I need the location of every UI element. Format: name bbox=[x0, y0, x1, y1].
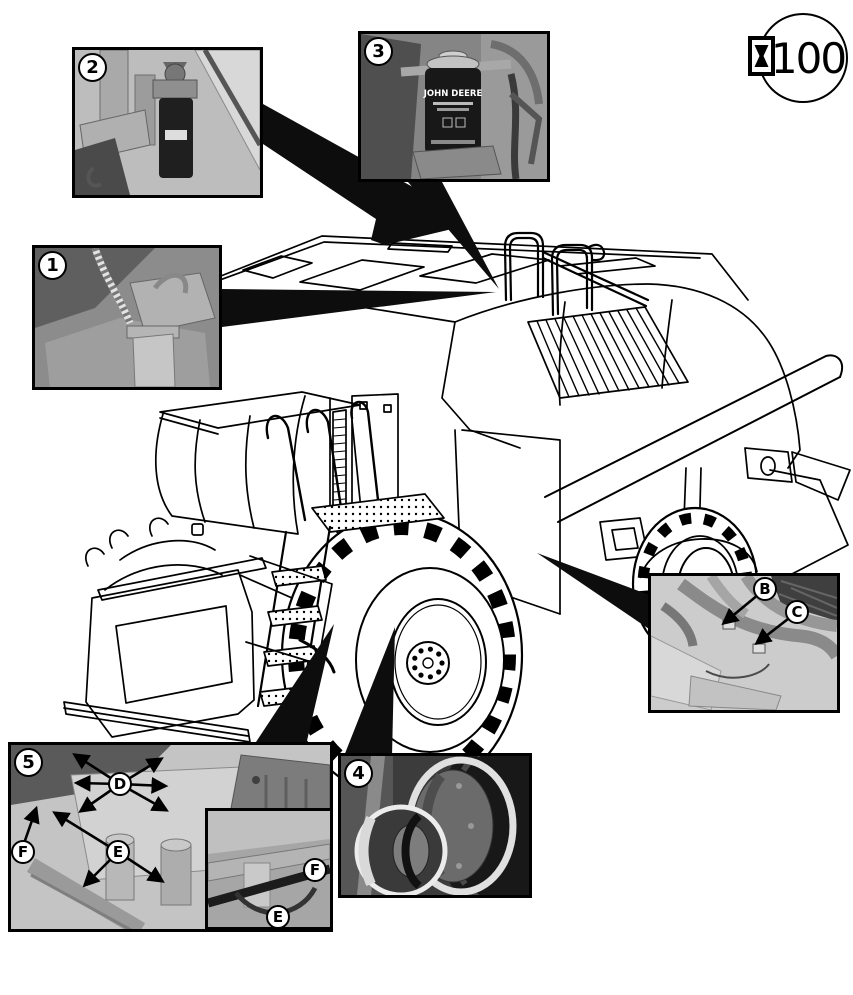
callout-b: B bbox=[753, 577, 777, 601]
callout-5: 5 bbox=[14, 748, 43, 777]
pointer-from-inset-1 bbox=[222, 289, 496, 327]
inset-photo-5: 5 D E F F E bbox=[8, 742, 333, 932]
pointer-from-inset-bc bbox=[537, 553, 652, 631]
callout-pointers bbox=[222, 104, 652, 756]
pointer-from-inset-3 bbox=[408, 182, 499, 289]
callout-c: C bbox=[785, 600, 809, 624]
callout-3: 3 bbox=[364, 37, 393, 66]
callout-2: 2 bbox=[78, 53, 107, 82]
callout-1: 1 bbox=[38, 251, 67, 280]
callout-f-detail: F bbox=[303, 858, 327, 882]
callout-d: D bbox=[108, 772, 132, 796]
inset-photo-1: 1 bbox=[32, 245, 222, 390]
pointer-from-inset-2 bbox=[263, 104, 452, 245]
inset-photo-4: 4 bbox=[338, 753, 532, 898]
callout-e: E bbox=[106, 840, 130, 864]
hourglass-icon bbox=[748, 36, 775, 76]
inset-photo-3: JOHN DEERE 3 bbox=[358, 31, 550, 182]
callout-e-detail: E bbox=[266, 905, 290, 929]
filter-brand-label: JOHN DEERE bbox=[423, 89, 483, 99]
interval-hours: 100 bbox=[770, 33, 847, 83]
inset-photo-2: 2 bbox=[72, 47, 263, 198]
pointer-from-inset-4 bbox=[344, 627, 395, 756]
callout-f: F bbox=[11, 840, 35, 864]
callout-4: 4 bbox=[344, 759, 373, 788]
inset-photo-bc: B C bbox=[648, 573, 840, 713]
front-wheel bbox=[280, 510, 524, 800]
pointer-from-inset-5 bbox=[254, 624, 334, 745]
